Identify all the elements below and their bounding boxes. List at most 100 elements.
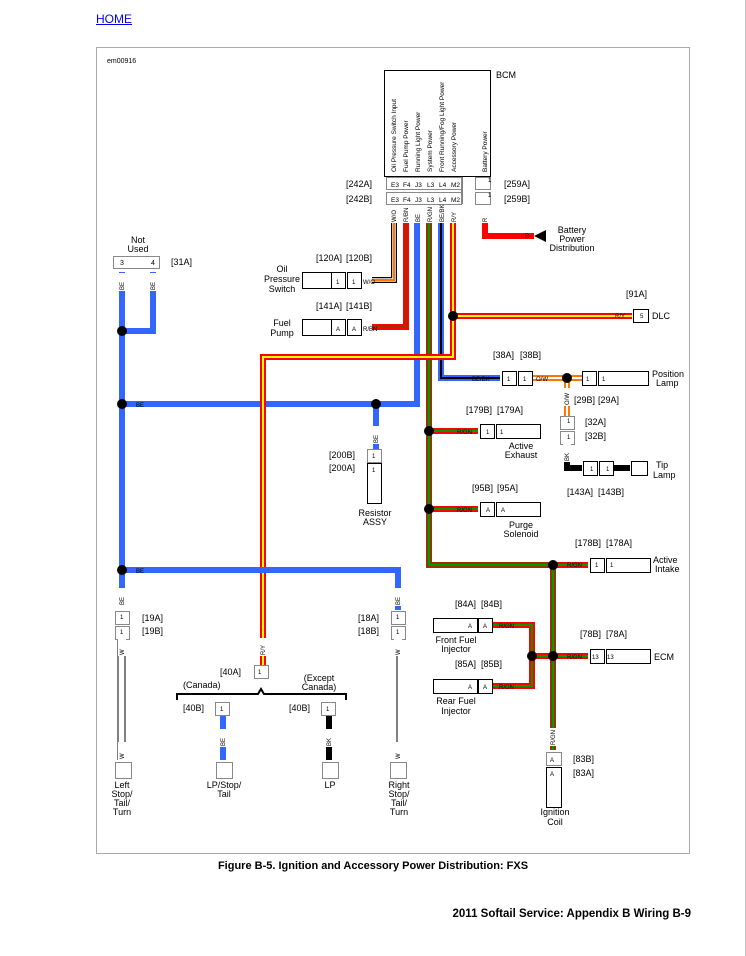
wire-battery	[482, 206, 534, 239]
ecm-body	[606, 649, 651, 664]
conn-179b	[480, 424, 495, 439]
bcm-wire-label: BE/BK	[440, 204, 446, 222]
splice-dot-5	[424, 426, 434, 436]
conn-label-78b: [78B]	[580, 629, 601, 639]
home-link[interactable]: HOME	[96, 12, 132, 26]
oil-pin-cell-b	[347, 272, 362, 289]
left-w-label-1: W	[120, 649, 126, 655]
bcm-pin-label: L4	[439, 182, 447, 189]
resistor-label-2: ASSY	[363, 517, 387, 527]
splice-dot-4	[448, 311, 458, 321]
active-exhaust-label-2: Exhaust	[505, 450, 538, 460]
rear-inj-pin-1: A	[468, 685, 472, 691]
not-used-wire-label-4-bg	[149, 273, 157, 291]
fuel-pump-pin-cell-b	[347, 319, 362, 336]
conn-label-259a: [259A]	[504, 179, 530, 189]
not-used-connector	[113, 256, 160, 269]
ecm-label: ECM	[654, 652, 674, 662]
coil-rgn-label: R/GN	[551, 730, 557, 745]
fuel-pump-pin-cell	[331, 319, 346, 336]
conn-label-179b: [179B]	[466, 405, 492, 415]
not-used-wire-label-4: BE	[151, 282, 157, 290]
fuel-pump-pin-b: A	[352, 327, 356, 333]
splice-dot-7	[548, 560, 558, 570]
except-canada-label-2: Canada)	[302, 682, 337, 692]
pos-pin-4: 1	[602, 377, 606, 383]
conn-label-85b: [85B]	[481, 659, 502, 669]
wire-label-rgn-intake: R/GN	[567, 563, 582, 569]
bcm-conn-242b	[386, 192, 462, 205]
bcm-conn-259a	[475, 177, 491, 190]
c32-pin-a: 1	[567, 419, 571, 425]
left-be-label: BE	[120, 597, 126, 605]
ecm-pin-2: 13	[607, 655, 614, 661]
battery-arrow-icon	[534, 230, 546, 242]
conn-label-18a: [18A]	[358, 613, 379, 623]
conn-label-95a: [95A]	[497, 483, 518, 493]
pos-pin-2: 1	[523, 377, 527, 383]
left-w-label-2-bg	[118, 742, 126, 760]
bcm-pin-label: E3	[391, 182, 399, 189]
bcm-wire-label-bg	[390, 205, 398, 223]
resistor-wire-label: BE	[374, 435, 380, 443]
conn-label-95b: [95B]	[472, 483, 493, 493]
front-inj-label-1: Front Fuel	[435, 635, 476, 645]
bus-label-be-2: BE	[136, 569, 144, 575]
not-used-pin-3: 3	[120, 260, 124, 267]
exh-pin-2: 1	[500, 430, 504, 436]
active-exhaust-body	[496, 424, 541, 439]
wire-label-rbn: R/BN	[363, 327, 377, 333]
left-pin-1: 1	[120, 615, 124, 621]
tip-pin-1: 1	[590, 467, 594, 473]
conn-label-178a: [178A]	[606, 538, 632, 548]
battery-label-1: Battery	[558, 225, 587, 235]
right-w-label-2-bg	[394, 742, 402, 760]
conn-38a	[502, 371, 517, 386]
battery-label-2: Power	[559, 234, 585, 244]
right-label-1: Right	[388, 780, 410, 790]
purge-label-1: Purge	[509, 520, 533, 530]
conn-19a	[115, 611, 130, 625]
splice-dot-10	[562, 373, 572, 383]
wire-fuel-pump	[372, 206, 409, 330]
conn-label-143b: [143B]	[598, 487, 624, 497]
wire-front-running-stripe	[440, 206, 500, 379]
wire-label-rgn-exh: R/GN	[457, 430, 472, 436]
rear-inj-label-1: Rear Fuel	[436, 696, 476, 706]
pos-ow-label-bg	[563, 388, 571, 406]
lp-pin-b2: 1	[326, 707, 330, 713]
component-labels: Not Used 3 4 [31A] Oil Pressure Switch […	[111, 235, 684, 827]
wire-accessory-power-stripe	[262, 206, 454, 665]
wire-running-light	[122, 206, 420, 407]
conn-85b	[478, 679, 493, 694]
splice-dot-6	[424, 504, 434, 514]
wire-label-bk-tip: BK	[618, 467, 626, 473]
not-used-label-1: Not	[131, 235, 146, 245]
conn-label-29a: [29A]	[598, 395, 619, 405]
resistor-body	[367, 463, 382, 504]
coil-pin-2: A	[550, 772, 554, 778]
bcm-body	[384, 70, 491, 177]
conn-200b	[367, 449, 382, 463]
front-injector-body	[433, 618, 478, 633]
conn-143b	[599, 461, 614, 476]
active-intake-label-1: Active	[653, 555, 678, 565]
resistor-pin-2: 1	[372, 468, 376, 474]
figure-caption: Figure B-5. Ignition and Accessory Power…	[217, 860, 529, 872]
front-inj-pin-1: A	[468, 624, 472, 630]
lp-pin-b1: 1	[220, 707, 224, 713]
lp-stop-tail-label-1: LP/Stop/	[207, 780, 242, 790]
rear-injector-body	[433, 679, 478, 694]
conn-83b	[546, 752, 562, 766]
conn-label-84b: [84B]	[481, 599, 502, 609]
position-lamp-label-1: Position	[652, 369, 684, 379]
intake-pin-2: 1	[610, 563, 614, 569]
left-turn-lamp	[115, 762, 132, 779]
conn-label-120a: [120A]	[316, 253, 342, 263]
not-used-wire-label-3: BE	[120, 282, 126, 290]
tip-lamp-label-1: Tip	[656, 460, 668, 470]
bcm-pin-label: L3	[427, 197, 435, 204]
battery-power-distribution: R Battery Power Distribution	[525, 225, 595, 253]
